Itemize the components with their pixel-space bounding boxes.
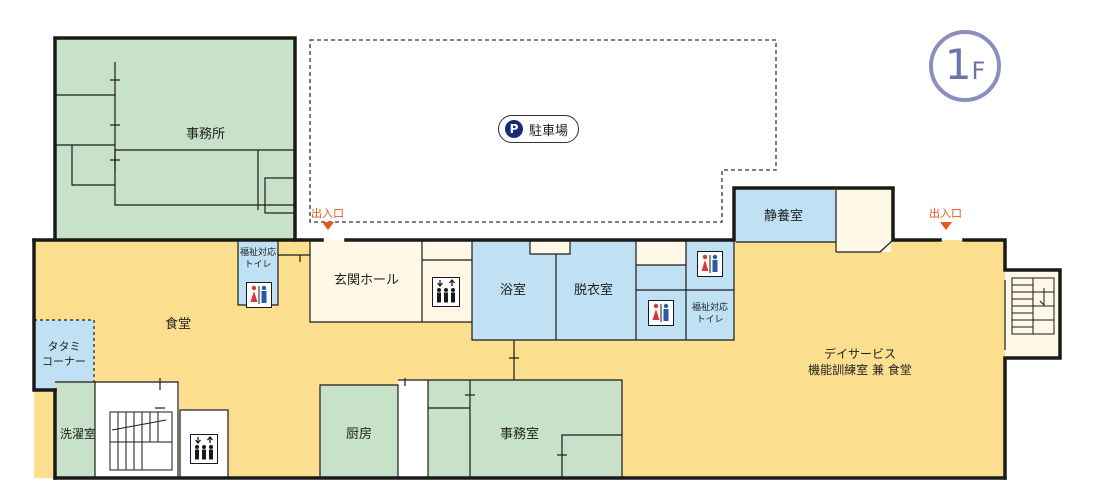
stairs-icon xyxy=(109,411,173,471)
entrance-right: 出入口 xyxy=(929,208,962,230)
room-office-top xyxy=(55,38,295,240)
restroom-icon xyxy=(697,251,723,277)
floor-badge: 1 F xyxy=(929,30,1001,102)
floor-unit: F xyxy=(971,57,986,85)
alcove-2 xyxy=(636,240,686,265)
label-day-service: デイサービス 機能訓練室 兼 食堂 xyxy=(808,347,912,378)
label-bath: 浴室 xyxy=(500,283,527,298)
room-entrance-hall xyxy=(310,240,422,322)
label-office-bottom: 事務室 xyxy=(500,427,540,442)
restroom-icon xyxy=(246,282,272,308)
label-changing-room: 脱衣室 xyxy=(574,283,614,298)
corridor-kitchen xyxy=(398,380,428,478)
entrance-left: 出入口 xyxy=(311,208,344,230)
arrow-down-icon xyxy=(321,222,334,230)
entrance-right-label: 出入口 xyxy=(929,207,962,220)
label-entrance-hall: 玄関ホール xyxy=(334,273,400,288)
label-dining: 食堂 xyxy=(165,317,192,332)
restroom-icon xyxy=(648,300,674,326)
label-laundry: 洗濯室 xyxy=(60,427,97,441)
floor-number: 1 xyxy=(944,40,972,89)
label-tatami: タタミ コーナー xyxy=(42,340,86,368)
parking-icon: P xyxy=(505,120,523,138)
parking-text: 駐車場 xyxy=(529,123,569,139)
room-changing xyxy=(556,240,636,340)
alcove-rest-side xyxy=(836,190,891,252)
arrow-down-icon xyxy=(939,222,952,230)
room-tatami xyxy=(34,320,94,390)
room-laundry xyxy=(55,382,95,478)
label-office-top: 事務所 xyxy=(186,127,226,142)
room-bath xyxy=(472,240,556,340)
elevator-icon xyxy=(432,277,460,307)
stairs-icon xyxy=(1011,277,1055,335)
room-office-bottom xyxy=(428,380,622,478)
label-kitchen: 厨房 xyxy=(346,427,373,442)
label-accessible-toilet-right: 福祉対応 トイレ xyxy=(691,303,728,325)
label-rest-room: 静養室 xyxy=(764,209,804,224)
room-rest xyxy=(736,190,836,242)
entrance-left-label: 出入口 xyxy=(311,207,344,220)
alcove-1 xyxy=(530,240,570,254)
stairs-block-left xyxy=(95,382,179,478)
parking-label: P 駐車場 xyxy=(498,115,580,143)
room-kitchen xyxy=(320,385,398,478)
elevator-icon xyxy=(190,434,218,464)
label-accessible-toilet-left: 福祉対応 トイレ xyxy=(239,248,276,270)
